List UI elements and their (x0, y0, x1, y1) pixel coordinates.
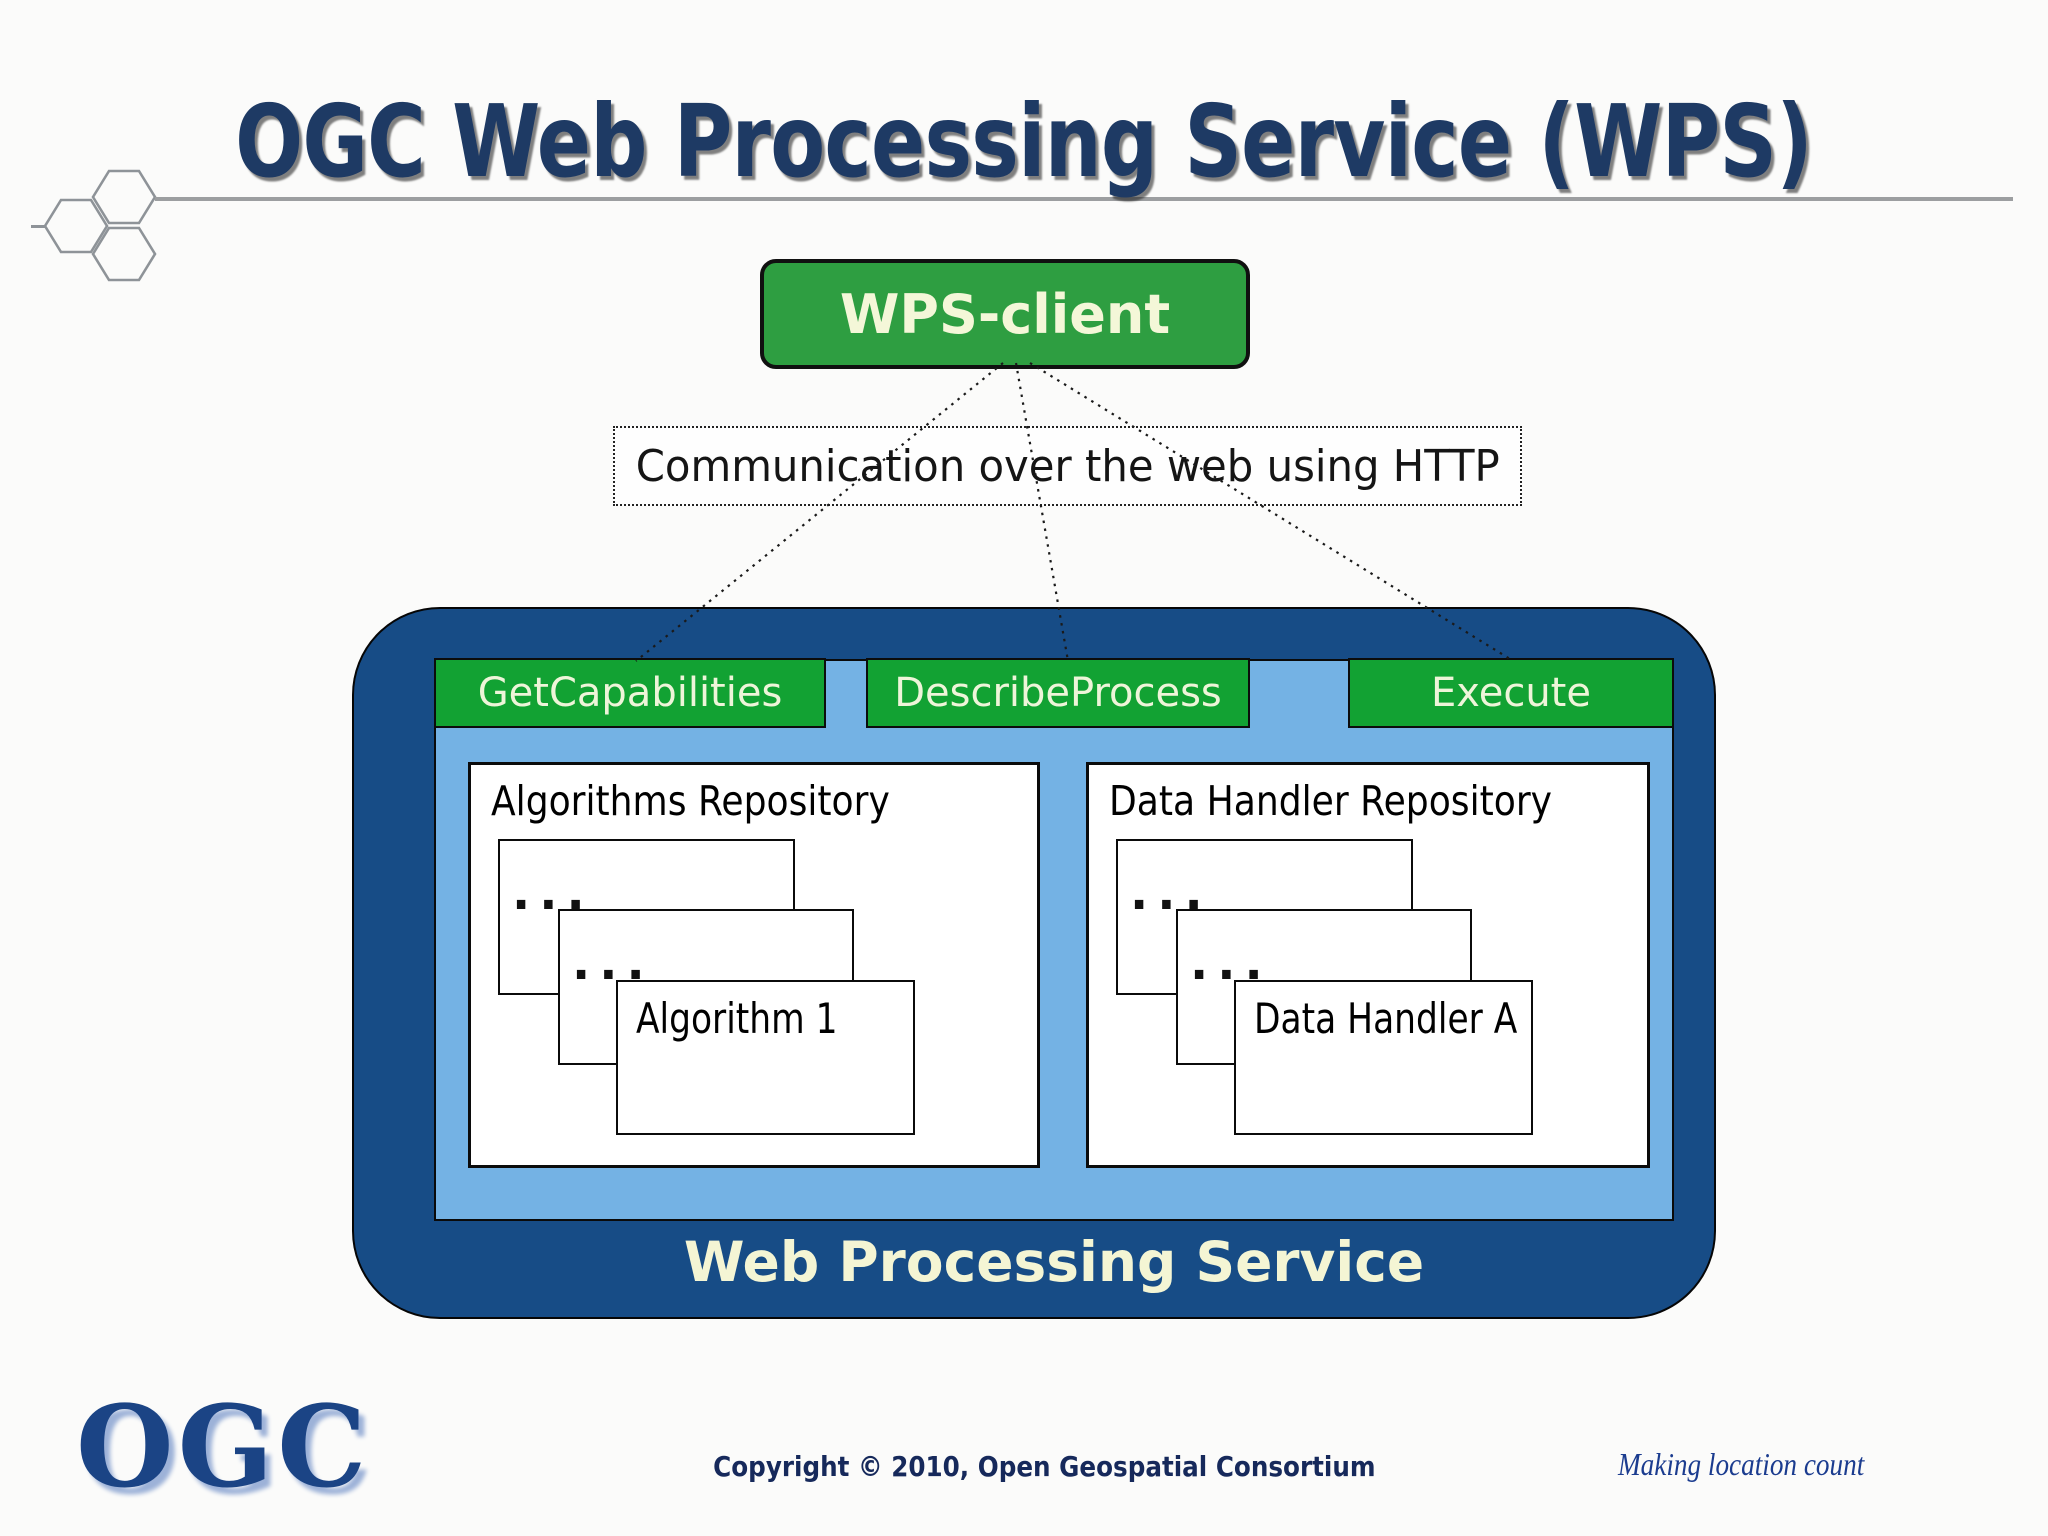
data-handler-repository-box: Data Handler Repository ... ... Data Han… (1086, 762, 1650, 1168)
data-handler-a-label: Data Handler A (1254, 994, 1518, 1043)
operation-getcapabilities-label: GetCapabilities (477, 670, 783, 716)
data-handler-card-middle-dots: ... (1190, 935, 1272, 991)
operation-execute-label: Execute (1431, 670, 1591, 716)
tagline-text: Making location count (1618, 1446, 1865, 1482)
communication-note-box: Communication over the web using HTTP (613, 426, 1522, 506)
page-title: OGC Web Processing Service (WPS) (235, 82, 1814, 200)
operation-describeprocess-label: DescribeProcess (894, 670, 1222, 716)
data-handler-card-front: Data Handler A (1234, 980, 1533, 1135)
operation-execute-box: Execute (1348, 658, 1674, 728)
algorithms-repository-title: Algorithms Repository (491, 777, 890, 825)
logo-left-tick (31, 225, 45, 228)
copyright-text: Copyright © 2010, Open Geospatial Consor… (712, 1450, 1376, 1483)
algorithm-card-middle-dots: ... (572, 935, 654, 991)
ogc-logo: OGC (76, 1382, 371, 1513)
web-processing-service-label: Web Processing Service (683, 1230, 1425, 1294)
operation-describeprocess-box: DescribeProcess (866, 658, 1250, 728)
algorithm-card-front: Algorithm 1 (616, 980, 915, 1135)
algorithms-repository-box: Algorithms Repository ... ... Algorithm … (468, 762, 1040, 1168)
communication-note-label: Communication over the web using HTTP (635, 440, 1500, 492)
algorithm-1-label: Algorithm 1 (636, 994, 838, 1043)
title-underline-rule (155, 197, 2013, 201)
operation-getcapabilities-box: GetCapabilities (434, 658, 826, 728)
wps-client-label: WPS-client (839, 282, 1171, 346)
wps-client-box: WPS-client (760, 259, 1250, 369)
data-handler-repository-title: Data Handler Repository (1109, 777, 1553, 825)
